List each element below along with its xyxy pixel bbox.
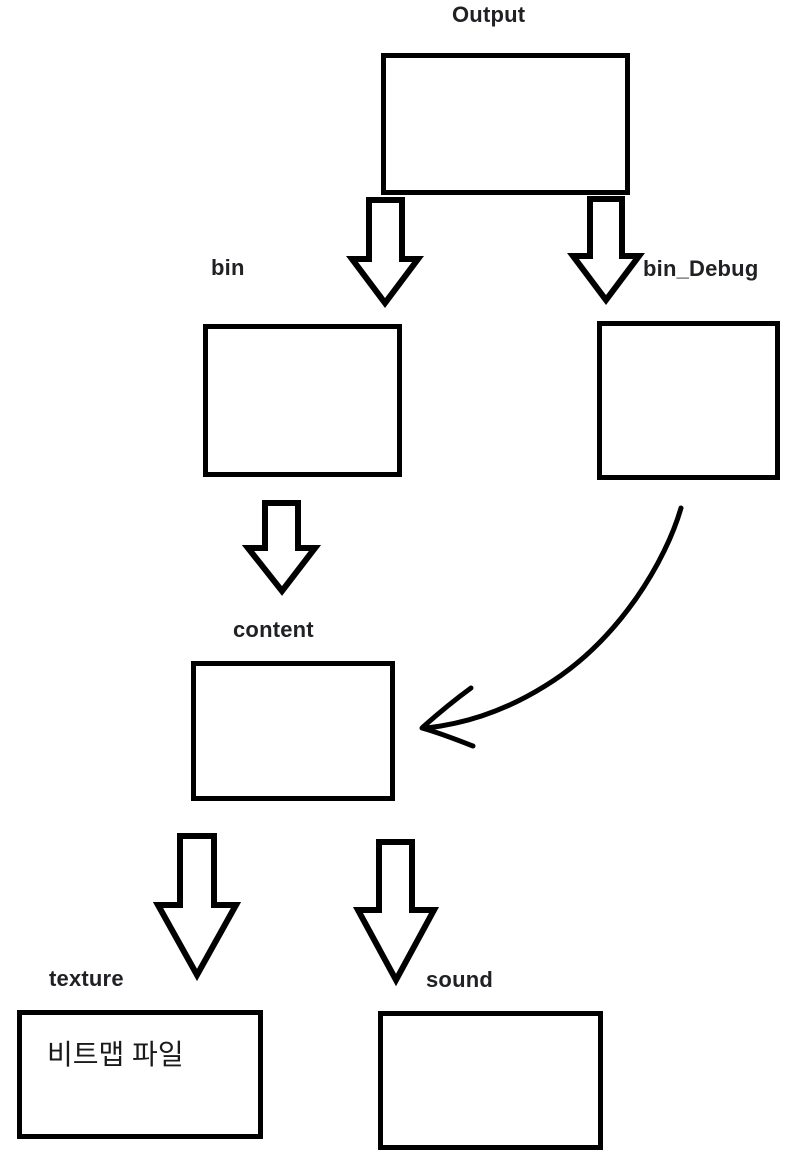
node-box-bin-debug[interactable]: [597, 321, 780, 480]
node-label-texture: texture: [49, 966, 124, 991]
node-label-sound: sound: [426, 967, 493, 992]
node-content-texture: 비트맵 파일: [47, 1039, 184, 1070]
edge-output-to-bin-debug: [567, 196, 645, 305]
node-box-output[interactable]: [381, 53, 630, 195]
node-box-bin[interactable]: [203, 324, 402, 477]
node-box-texture[interactable]: 비트맵 파일: [17, 1010, 263, 1139]
node-box-sound[interactable]: [378, 1011, 603, 1150]
node-box-content[interactable]: [191, 661, 395, 801]
edge-content-to-texture: [152, 833, 242, 982]
node-label-bin-debug: bin_Debug: [643, 256, 759, 281]
node-label-content: content: [233, 617, 314, 642]
edge-output-to-bin: [346, 197, 424, 308]
edge-content-to-sound: [352, 839, 440, 987]
edge-bin-to-content: [241, 500, 322, 596]
node-label-output: Output: [452, 2, 526, 27]
edge-bin-debug-to-content: [419, 505, 684, 749]
node-label-bin: bin: [211, 255, 245, 280]
